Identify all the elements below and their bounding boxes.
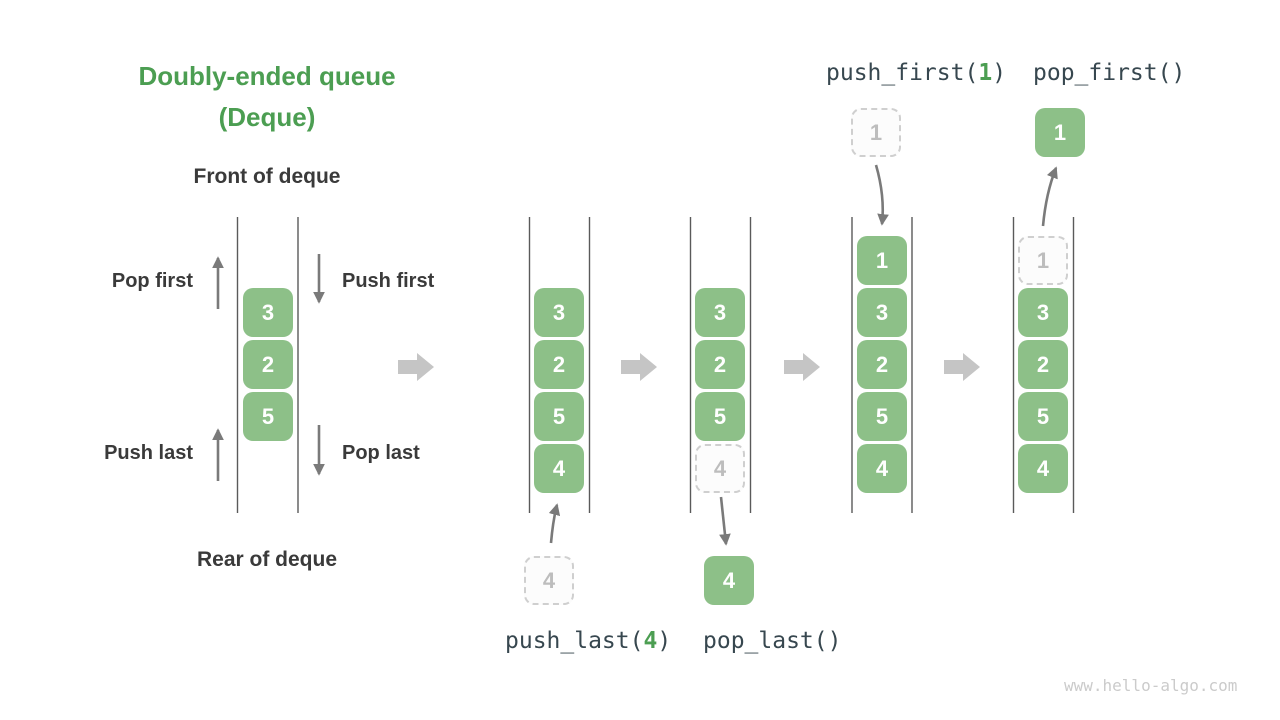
push-last-incoming-cell: 4 [524, 556, 574, 605]
queue5-cell-2: 2 [1018, 340, 1068, 389]
queue4-cell-4: 4 [857, 444, 907, 493]
push-first-connector-arrow [874, 164, 889, 226]
queue4-cell-3: 5 [857, 392, 907, 441]
push-first-label: Push first [342, 270, 435, 292]
pop-first-removed-cell: 1 [1035, 108, 1085, 157]
code-text-post: ) [657, 628, 672, 654]
code-text-pre: push_first( [826, 60, 979, 86]
queue2-cell-1: 2 [534, 340, 584, 389]
queue3-ghost-cell: 4 [695, 444, 745, 493]
pop-first-code-label: pop_first() [1033, 60, 1186, 86]
queue3-cell-2: 5 [695, 392, 745, 441]
queue5-ghost-cell: 1 [1018, 236, 1068, 285]
queue3-cell-0: 3 [695, 288, 745, 337]
queue1-cell-0: 3 [243, 288, 293, 337]
queue3-cell-1: 2 [695, 340, 745, 389]
pop-last-connector-arrow [719, 496, 731, 546]
queue4-cell-0: 1 [857, 236, 907, 285]
title-line2: (Deque) [218, 102, 316, 132]
queue5-cell-3: 5 [1018, 392, 1068, 441]
transition-right-arrow-2 [621, 353, 657, 381]
push-last-label: Push last [104, 442, 193, 464]
pop-last-label: Pop last [342, 442, 420, 464]
queue2-cell-0: 3 [534, 288, 584, 337]
code-text-pre: push_last( [505, 628, 644, 654]
transition-right-arrow-1 [398, 353, 434, 381]
front-of-deque-label: Front of deque [193, 165, 341, 188]
queue4-cell-1: 3 [857, 288, 907, 337]
transition-right-arrow-3 [784, 353, 820, 381]
rear-of-deque-label: Rear of deque [196, 548, 338, 571]
pop-first-connector-arrow [1041, 166, 1058, 227]
pop-first-label: Pop first [111, 270, 193, 292]
title-line1: Doubly-ended queue [138, 61, 396, 91]
push-first-code-label: push_first(1) [826, 60, 1006, 86]
code-text-post: ) [992, 60, 1007, 86]
queue1-cell-2: 5 [243, 392, 293, 441]
push-first-incoming-cell: 1 [851, 108, 901, 157]
pop-last-code-label: pop_last() [703, 628, 842, 654]
queue5-cell-1: 3 [1018, 288, 1068, 337]
queue2-cell-2: 5 [534, 392, 584, 441]
diagram-title: Doubly-ended queue (Deque) [97, 56, 437, 138]
transition-right-arrow-4 [944, 353, 980, 381]
queue4-cell-2: 2 [857, 340, 907, 389]
code-arg: 1 [978, 60, 993, 86]
pop-last-removed-cell: 4 [704, 556, 754, 605]
push-last-code-label: push_last(4) [505, 628, 671, 654]
queue5-cell-4: 4 [1018, 444, 1068, 493]
queue2-cell-3: 4 [534, 444, 584, 493]
code-arg: 4 [643, 628, 658, 654]
queue1-cell-1: 2 [243, 340, 293, 389]
push-last-connector-arrow [548, 503, 561, 544]
watermark: www.hello-algo.com [1064, 676, 1238, 695]
